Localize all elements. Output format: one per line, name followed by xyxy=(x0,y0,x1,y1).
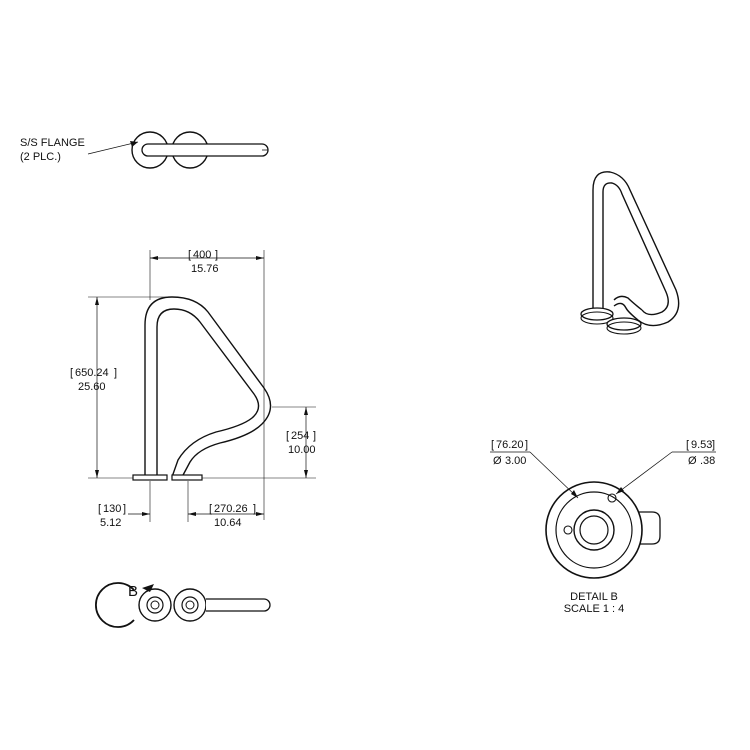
flange-leader-arrow xyxy=(130,141,138,147)
leader-diameter xyxy=(529,451,579,499)
detail-diameter-symbol: Ø xyxy=(493,455,502,467)
detail-b-circle-marker xyxy=(95,582,135,628)
detail-scale: SCALE 1 : 4 xyxy=(564,603,625,615)
iso-base-tube xyxy=(613,302,639,321)
dim-arrow-base-right xyxy=(188,512,196,516)
flange-label-line1: S/S FLANGE xyxy=(20,137,85,149)
dim-base-mm-bracket: [ xyxy=(98,503,101,515)
dim-arrow-reach-bottom xyxy=(304,470,308,478)
leader-hole-arrow xyxy=(616,487,624,494)
flange-leader xyxy=(87,141,139,155)
dim-arrow-width-right xyxy=(256,256,264,260)
detail-hole-mm-bracket: [ xyxy=(686,439,689,451)
flange-left xyxy=(132,474,168,481)
bottom-flange-left xyxy=(138,588,172,622)
dim-arrow-base-left xyxy=(142,512,150,516)
detail-hole-mm-bracket-close: ] xyxy=(712,439,715,451)
detail-b-view: [ 76.20 ] Ø 3.00 [ 9.53 ] Ø .38 DETAIL B… xyxy=(490,439,716,615)
detail-hole-in: .38 xyxy=(700,455,715,467)
dim-reach-mm: 254 xyxy=(291,430,309,442)
bottom-flange-left-core xyxy=(150,600,160,610)
detail-hole-mm: 9.53 xyxy=(691,439,712,451)
detail-side-boss xyxy=(638,511,661,545)
dim-arrow-offset-right xyxy=(256,512,264,516)
iso-base-tube-inner xyxy=(613,295,643,311)
dim-arrow-height-bottom xyxy=(95,470,99,478)
detail-title: DETAIL B xyxy=(570,591,618,603)
detail-bore-outer xyxy=(573,509,615,551)
detail-screw-hole-top xyxy=(607,493,617,503)
dim-base-in: 5.12 xyxy=(100,517,121,529)
dim-reach-in: 10.00 xyxy=(288,444,316,456)
dim-width-in: 15.76 xyxy=(191,263,219,275)
top-view: S/S FLANGE (2 PLC.) xyxy=(20,131,269,169)
dim-reach-mm-bracket: [ xyxy=(286,430,289,442)
handrail-tube-outer xyxy=(144,296,272,478)
isometric-view xyxy=(580,171,680,335)
detail-diameter-mm-bracket-close: ] xyxy=(525,439,528,451)
dim-arrow-width-left xyxy=(150,256,158,260)
detail-bore-inner xyxy=(579,515,609,545)
detail-diameter-in: 3.00 xyxy=(505,455,526,467)
leader-hole xyxy=(615,451,673,495)
dim-base-mm: 130 xyxy=(103,503,121,515)
dim-height-in: 25.60 xyxy=(78,381,106,393)
dim-base-mm-bracket-close: ] xyxy=(123,503,126,515)
dim-offset-mm-bracket: [ xyxy=(209,503,212,515)
detail-b-letter: B xyxy=(128,583,138,600)
iso-tube-inner xyxy=(602,182,669,316)
iso-flange-right-bottom xyxy=(606,321,642,335)
detail-diameter-mm: 76.20 xyxy=(496,439,524,451)
dim-height-mm-bracket: [ xyxy=(70,367,73,379)
dim-width-mm-bracket: [ xyxy=(188,249,191,261)
detail-screw-hole-left xyxy=(563,525,573,535)
bottom-flange-right xyxy=(173,588,207,622)
dim-offset-mm-bracket-close: ] xyxy=(253,503,256,515)
dim-arrow-reach-top xyxy=(304,407,308,415)
dim-reach-mm-bracket-close: ] xyxy=(313,430,316,442)
flange-label-line2: (2 PLC.) xyxy=(20,151,61,163)
dim-offset-mm: 270.26 xyxy=(214,503,248,515)
tube-rail-top xyxy=(141,143,269,157)
iso-flange-left-bottom xyxy=(580,311,614,325)
dim-height-mm-bracket-close: ] xyxy=(114,367,117,379)
detail-hole-symbol: Ø xyxy=(688,455,697,467)
dim-width-mm: 400 xyxy=(193,249,211,261)
bottom-flange-right-inner xyxy=(181,596,199,614)
bottom-flange-left-inner xyxy=(146,596,164,614)
iso-flange-left xyxy=(580,307,614,321)
bottom-tube-rail xyxy=(206,598,271,612)
handrail-tube-inner xyxy=(156,308,260,478)
iso-tube-outer xyxy=(592,171,680,327)
dim-offset-in: 10.64 xyxy=(214,517,242,529)
detail-diameter-mm-bracket: [ xyxy=(491,439,494,451)
detail-b-marker-arrow xyxy=(142,584,154,592)
detail-flange-outer xyxy=(545,481,643,579)
dim-height-mm: 650.24 xyxy=(75,367,109,379)
iso-flange-right xyxy=(606,317,642,331)
flange-right xyxy=(171,474,203,481)
detail-flange-ring xyxy=(555,491,633,569)
front-view: [ 400 ] 15.76 [ 650.24 ] 25.60 [ 254 ] 1… xyxy=(70,249,316,529)
dim-arrow-height-top xyxy=(95,297,99,305)
bottom-flange-right-core xyxy=(185,600,195,610)
dim-width-mm-bracket-close: ] xyxy=(215,249,218,261)
bottom-view: B xyxy=(95,582,271,628)
leader-diameter-arrow xyxy=(571,490,578,498)
